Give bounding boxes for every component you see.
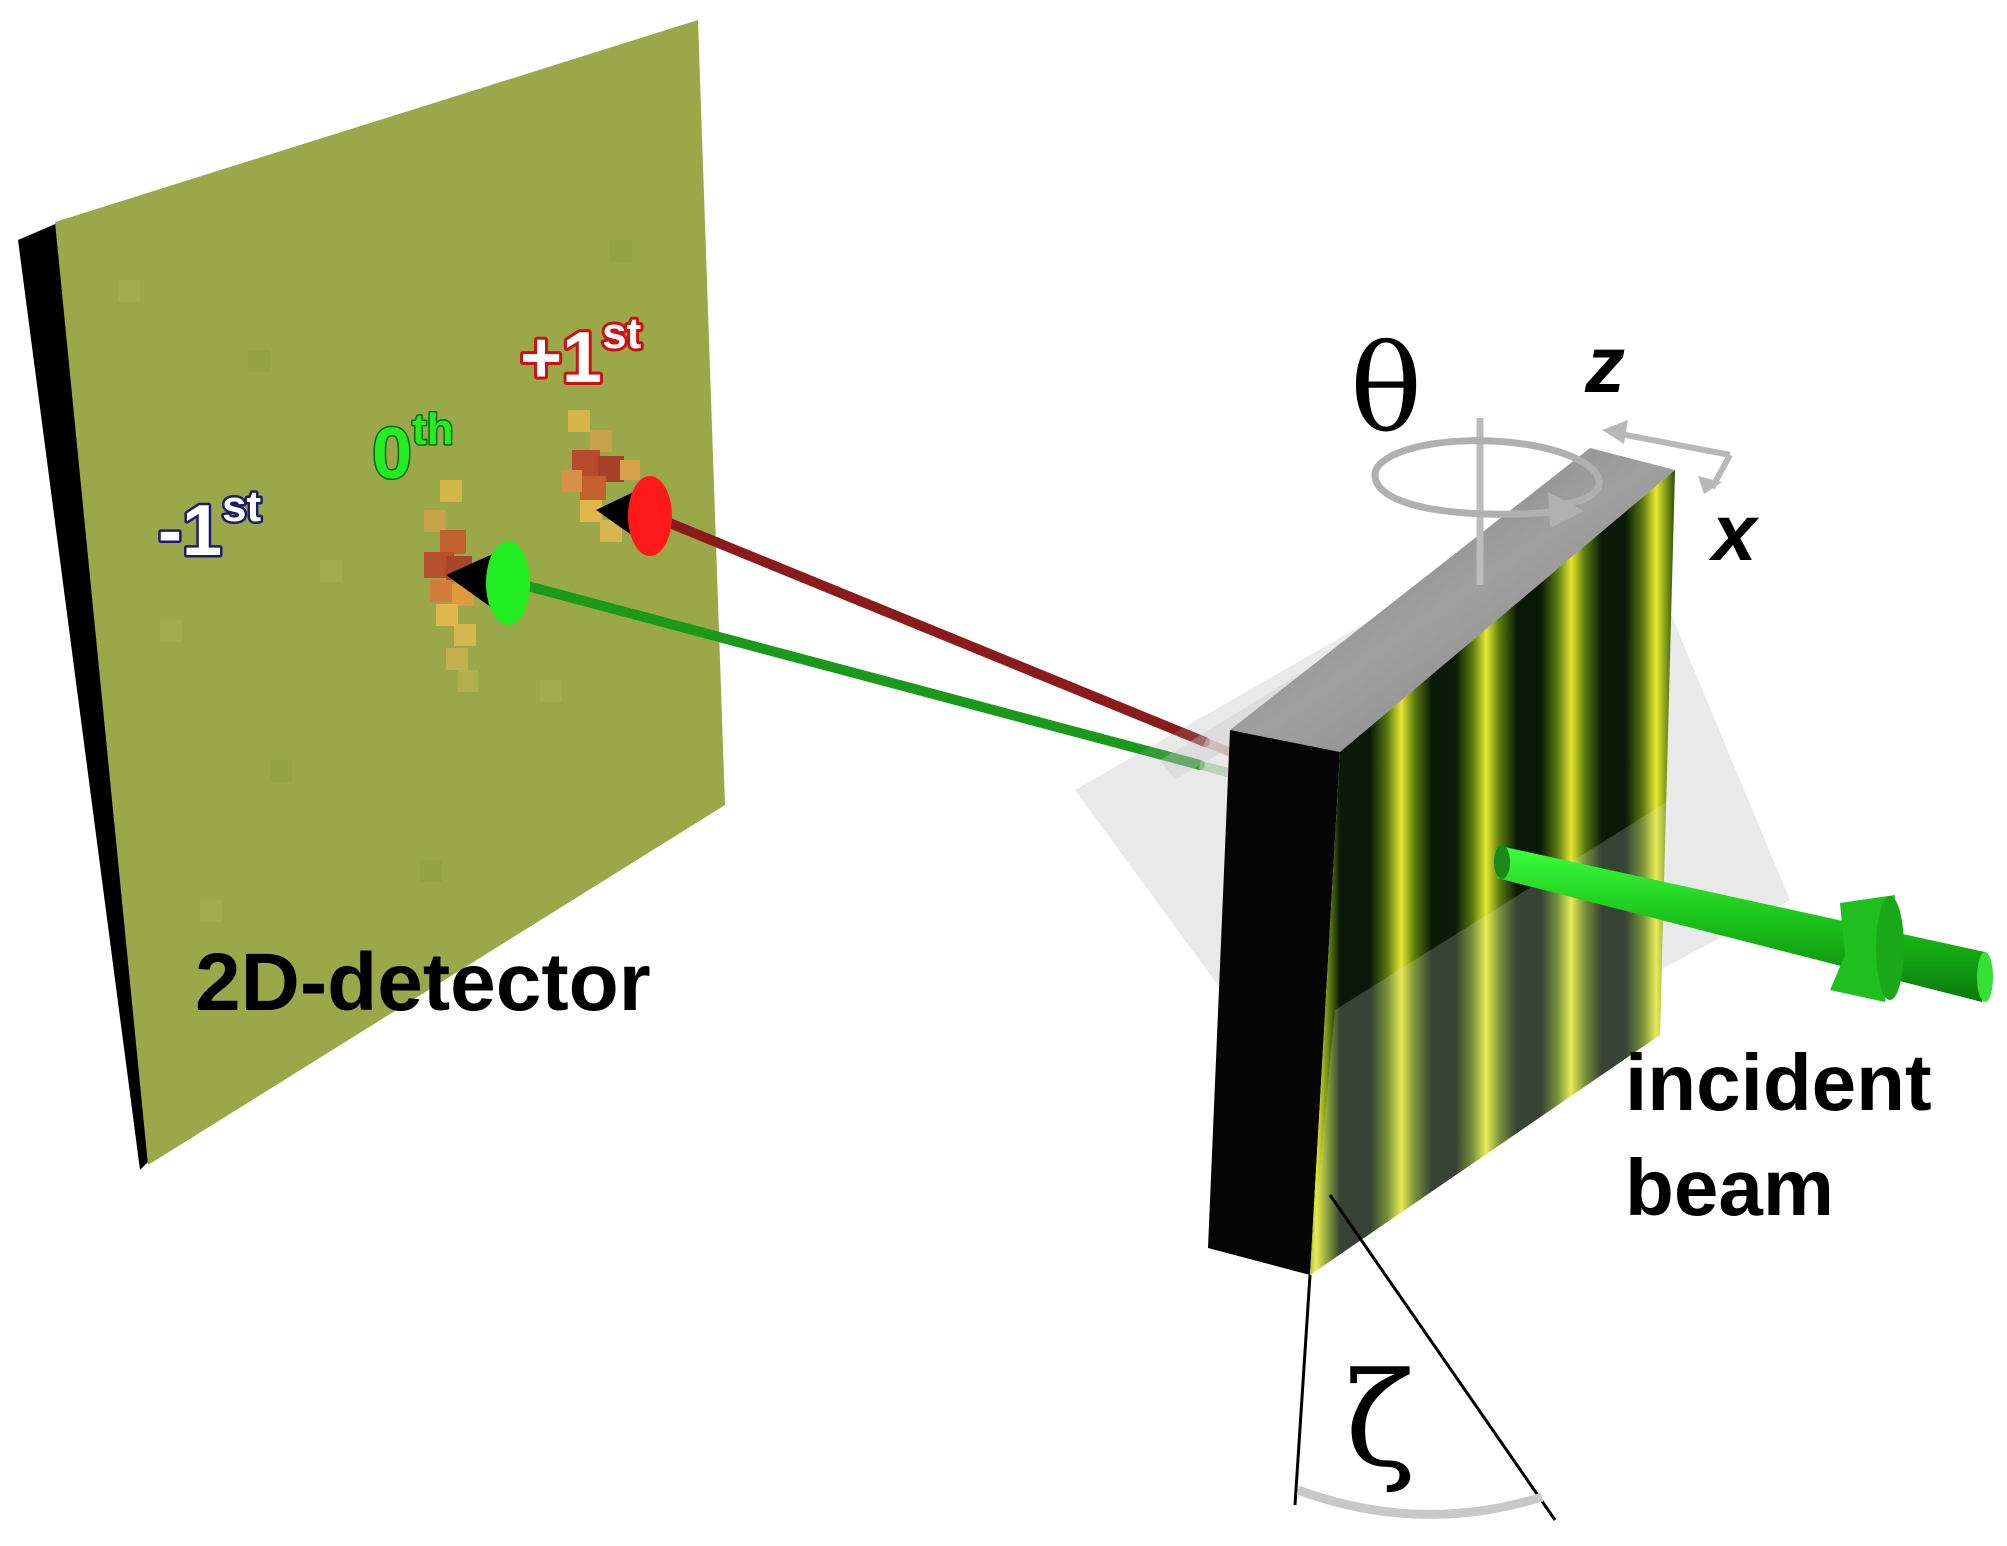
theta-rotation-arrow: [1371, 437, 1603, 518]
diffracted-beams: [446, 476, 1252, 781]
detector-noise: [118, 240, 632, 922]
zeta-arc: [1296, 1485, 1544, 1519]
x-axis-label: x: [1708, 488, 1760, 577]
coordinate-axes: [1602, 420, 1733, 494]
detector-label: 2D-detector: [195, 937, 651, 1028]
plus-first-order-beam: [645, 510, 1210, 747]
plus-first-order-arrowhead: [596, 476, 672, 556]
grating-side-face: [1208, 730, 1340, 1275]
incident-beam-label-line2: beam: [1625, 1143, 1834, 1232]
grating-front-face: [1310, 470, 1675, 1275]
z-axis-arrow: [1609, 429, 1731, 458]
detector-panel: [18, 20, 725, 1170]
detector-edge: [18, 222, 150, 1170]
zeroth-order-arrowhead: [446, 541, 530, 625]
grating-top-face: [1230, 448, 1675, 752]
incident-beam: [1494, 845, 1993, 1002]
detector-face: [55, 20, 725, 1165]
plus-first-order-spot: [562, 410, 640, 542]
z-axis-label: z: [1584, 320, 1625, 409]
theta-label: θ: [1350, 320, 1422, 459]
zeroth-order-label: 0th: [372, 405, 454, 494]
plus-first-order-marker: [628, 476, 672, 556]
plus-first-order-label: +1st: [520, 309, 642, 398]
zeroth-order-beam: [500, 575, 1205, 770]
zeroth-order-marker: [486, 541, 530, 625]
incident-beam-label-line1: incident: [1625, 1038, 1932, 1127]
zeta-angle-indicator: [1293, 1194, 1557, 1521]
zeta-label: ζ: [1345, 1344, 1415, 1496]
grating-sample: [1208, 448, 1675, 1275]
rotation-indicator: [1371, 418, 1603, 585]
minus-first-order-label: -1st: [158, 482, 262, 571]
